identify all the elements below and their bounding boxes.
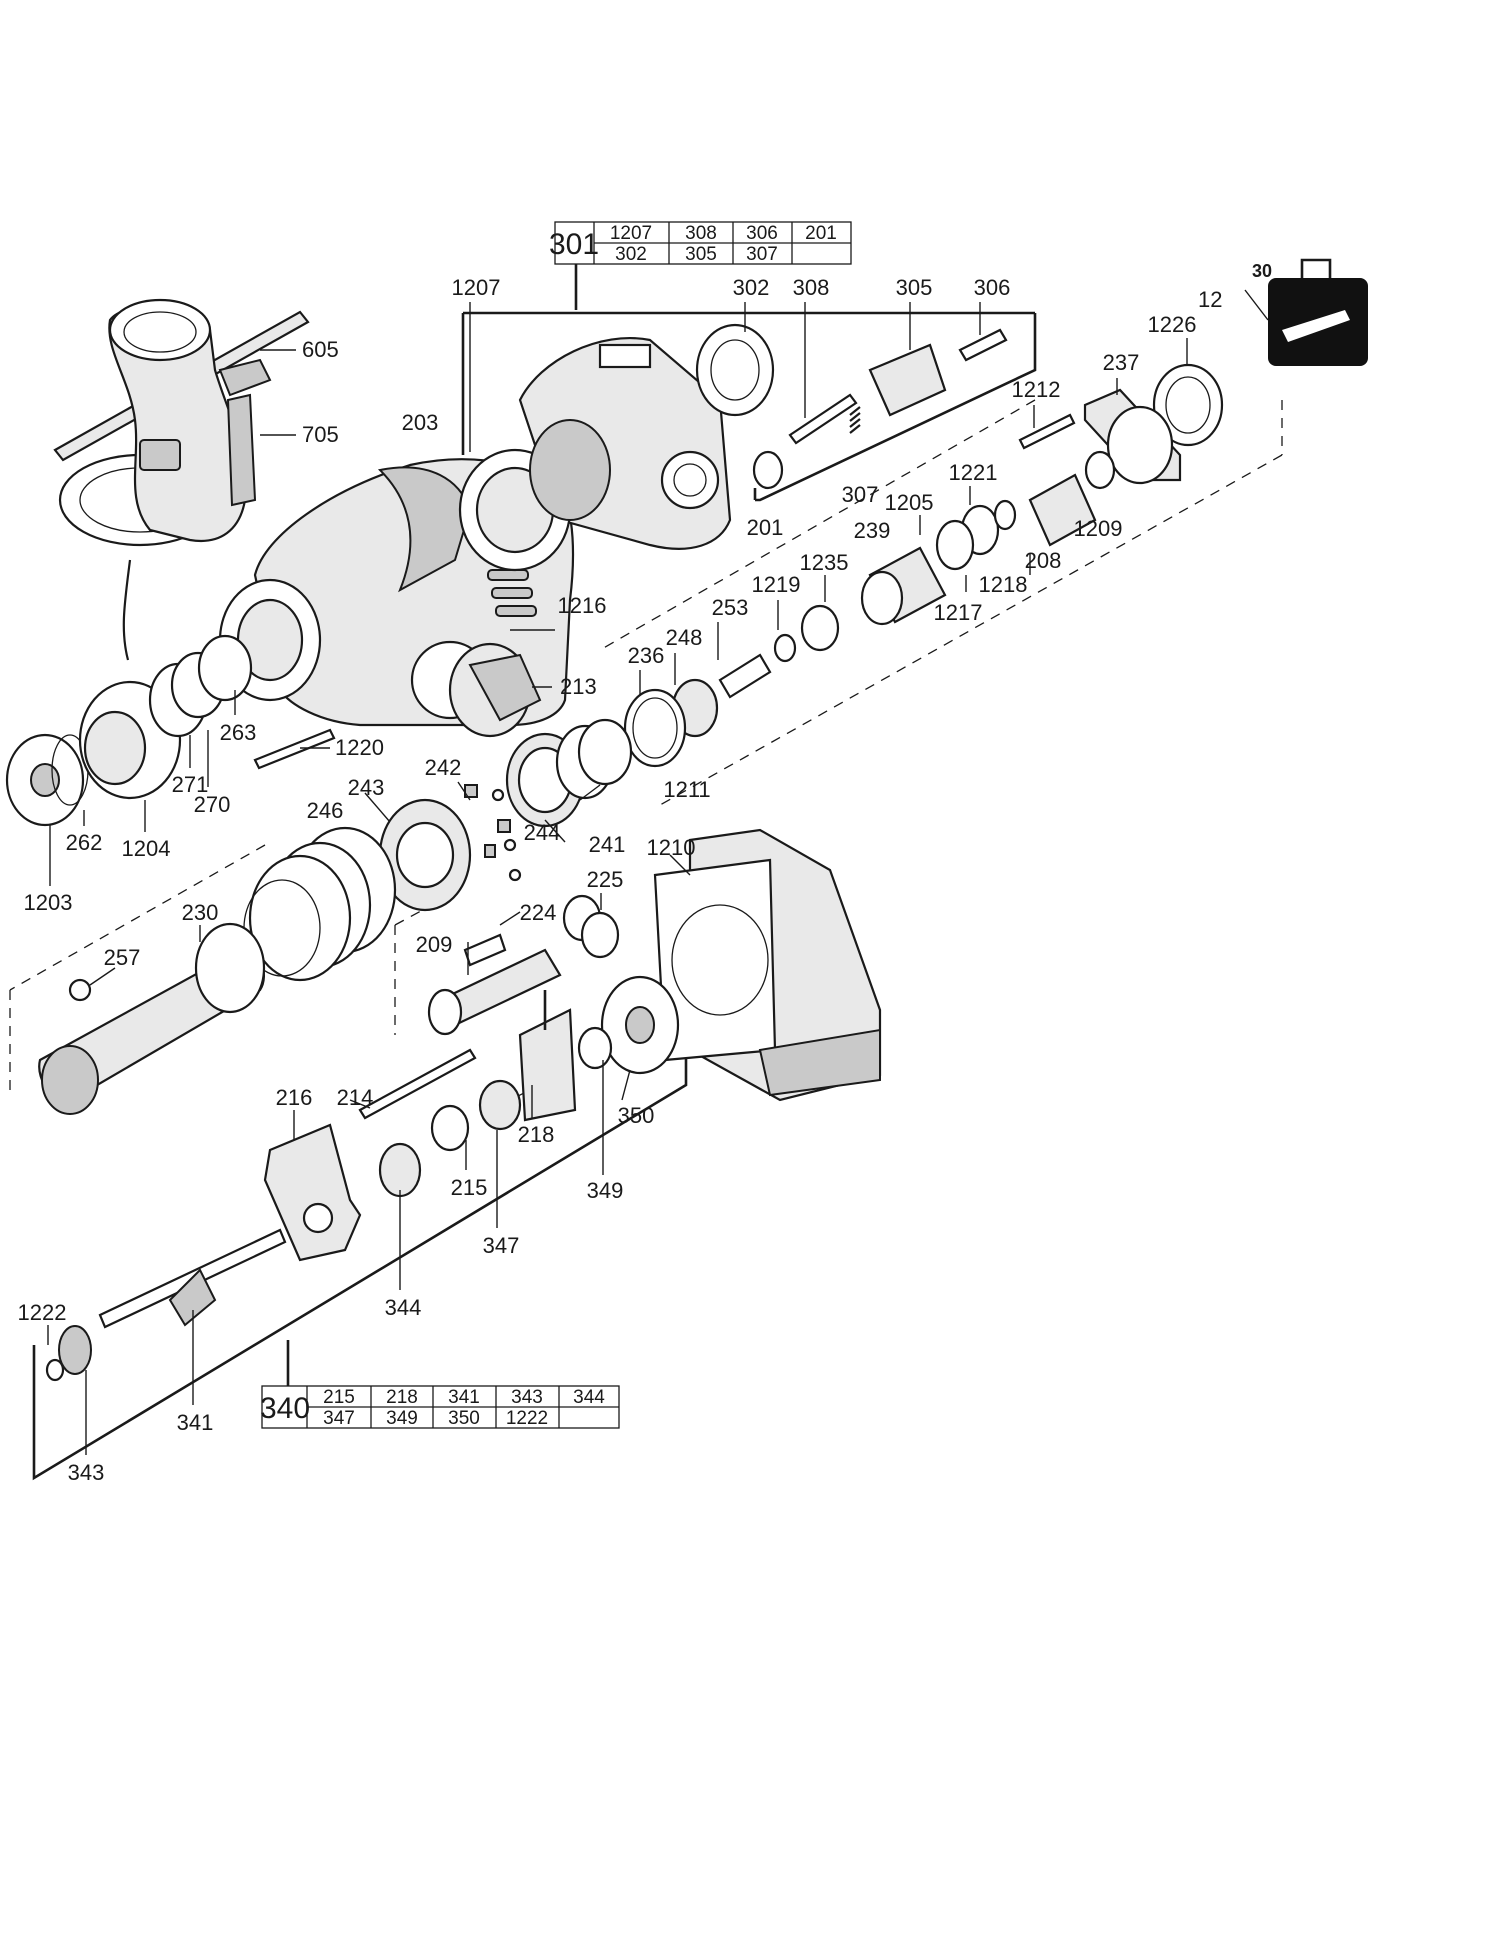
kit-301-cell: 308 bbox=[685, 223, 717, 244]
part-label-236: 236 bbox=[628, 643, 665, 668]
part-label-218: 218 bbox=[518, 1122, 555, 1147]
part-label-242: 242 bbox=[425, 755, 462, 780]
part-label-203: 203 bbox=[402, 410, 439, 435]
part-label-208: 208 bbox=[1025, 548, 1062, 573]
tool-case-icon bbox=[1244, 258, 1368, 366]
kit-301-cell: 306 bbox=[746, 223, 778, 244]
part-label-248: 248 bbox=[666, 625, 703, 650]
mode-selector bbox=[448, 642, 542, 738]
kit-340-cell: 349 bbox=[386, 1408, 418, 1429]
part-label-225: 225 bbox=[587, 867, 624, 892]
kit-301-cell: 302 bbox=[615, 244, 647, 265]
part-label-1205: 1205 bbox=[885, 490, 934, 515]
part-label-347: 347 bbox=[483, 1233, 520, 1258]
part-label-244: 244 bbox=[524, 820, 561, 845]
spindle-sleeve bbox=[38, 922, 266, 1115]
part-label-1222: 1222 bbox=[18, 1300, 67, 1325]
kit-340-cell: 218 bbox=[386, 1387, 418, 1408]
kit-340-number: 340 bbox=[260, 1392, 310, 1425]
kit-340-cell: 350 bbox=[448, 1408, 480, 1429]
kit-340-cell: 343 bbox=[511, 1387, 543, 1408]
kit-301-cell: 305 bbox=[685, 244, 717, 265]
part-label-241: 241 bbox=[589, 832, 626, 857]
part-label-1211: 1211 bbox=[663, 777, 710, 802]
kit-340-cell: 347 bbox=[323, 1408, 355, 1429]
part-label-1217: 1217 bbox=[934, 600, 983, 625]
part-label-243: 243 bbox=[348, 775, 385, 800]
part-label-305: 305 bbox=[896, 275, 933, 300]
part-label-1203: 1203 bbox=[24, 890, 73, 915]
part-label-1235: 1235 bbox=[800, 550, 849, 575]
part-label-224: 224 bbox=[520, 900, 557, 925]
part-label-1216: 1216 bbox=[558, 593, 607, 618]
kit-301-table: 301 1207 308 306 201 302 305 307 bbox=[549, 221, 852, 265]
part-label-705: 705 bbox=[302, 422, 339, 447]
part-label-209: 209 bbox=[416, 932, 453, 957]
motor-housing bbox=[653, 828, 882, 1102]
kit-301-cell: 1207 bbox=[610, 223, 652, 244]
kit-340-cell: 215 bbox=[323, 1387, 355, 1408]
kit-301-number: 301 bbox=[549, 228, 599, 261]
part-label-216: 216 bbox=[276, 1085, 313, 1110]
part-label-344: 344 bbox=[385, 1295, 422, 1320]
part-label-271: 271 bbox=[172, 772, 209, 797]
part-label-30: 30 bbox=[1252, 261, 1272, 281]
upper-right-parts bbox=[623, 323, 1224, 768]
kit-340-table: 340 215 218 341 343 344 347 349 350 1222 bbox=[260, 1385, 620, 1429]
clutch-gear-parts bbox=[243, 718, 633, 982]
part-label-307: 307 bbox=[842, 482, 879, 507]
part-label-263: 263 bbox=[220, 720, 257, 745]
lower-gear-parts bbox=[45, 975, 680, 1382]
part-label-349: 349 bbox=[587, 1178, 624, 1203]
part-label-214: 214 bbox=[337, 1085, 374, 1110]
part-label-1209: 1209 bbox=[1074, 516, 1123, 541]
part-label-1221: 1221 bbox=[949, 460, 998, 485]
part-label-237: 237 bbox=[1103, 350, 1140, 375]
part-label-1207: 1207 bbox=[452, 275, 501, 300]
kit-340-cell: 341 bbox=[448, 1387, 480, 1408]
part-label-1218: 1218 bbox=[979, 572, 1028, 597]
part-label-253: 253 bbox=[712, 595, 749, 620]
part-label-341: 341 bbox=[177, 1410, 214, 1435]
part-label-1204: 1204 bbox=[122, 836, 171, 861]
part-label-350: 350 bbox=[618, 1103, 655, 1128]
part-label-1212: 1212 bbox=[1012, 377, 1061, 402]
part-label-1219: 1219 bbox=[752, 572, 801, 597]
part-label-262: 262 bbox=[66, 830, 103, 855]
part-labels: 1207 302 308 305 306 605 705 203 307 201… bbox=[18, 261, 1272, 1485]
part-label-12: 12 bbox=[1198, 287, 1222, 312]
part-label-215: 215 bbox=[451, 1175, 488, 1200]
part-label-1210: 1210 bbox=[647, 835, 696, 860]
kit-340-cell: 1222 bbox=[506, 1408, 548, 1429]
part-label-343: 343 bbox=[68, 1460, 105, 1485]
part-label-230: 230 bbox=[182, 900, 219, 925]
leader-lines bbox=[47, 302, 1188, 1455]
part-label-246: 246 bbox=[307, 798, 344, 823]
kit-340-cell: 344 bbox=[573, 1387, 605, 1408]
part-label-308: 308 bbox=[793, 275, 830, 300]
part-label-270: 270 bbox=[194, 792, 231, 817]
kit-301-cell: 307 bbox=[746, 244, 778, 265]
side-handle bbox=[53, 298, 310, 661]
part-label-302: 302 bbox=[733, 275, 770, 300]
gearbox-cover bbox=[458, 337, 732, 572]
part-label-1220: 1220 bbox=[335, 735, 384, 760]
part-label-306: 306 bbox=[974, 275, 1011, 300]
part-label-257: 257 bbox=[104, 945, 141, 970]
kit-301-bracket bbox=[461, 264, 1037, 502]
part-label-239: 239 bbox=[854, 518, 891, 543]
kit-301-cell: 201 bbox=[805, 223, 837, 244]
part-label-1226: 1226 bbox=[1148, 312, 1197, 337]
part-label-605: 605 bbox=[302, 337, 339, 362]
part-label-201: 201 bbox=[747, 515, 784, 540]
wobble-parts bbox=[427, 894, 620, 1036]
part-label-213: 213 bbox=[560, 674, 597, 699]
chuck-parts bbox=[5, 634, 336, 827]
